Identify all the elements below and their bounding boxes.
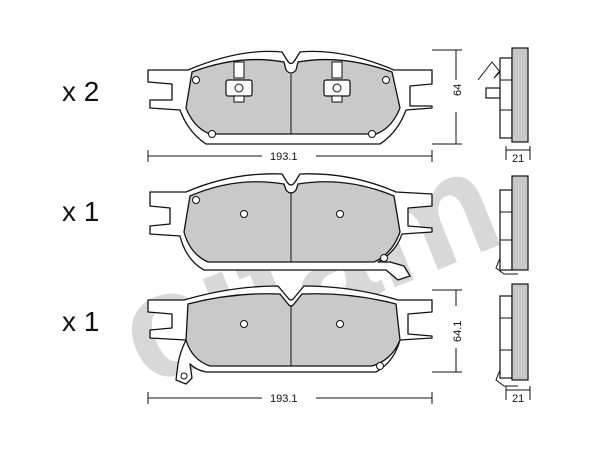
brake-pad-row3 <box>147 285 433 385</box>
thickness-value: 21 <box>512 393 524 405</box>
quantity-label-row2: x 1 <box>62 196 99 227</box>
rivet-hole <box>368 130 376 138</box>
rivet-hole <box>376 362 384 370</box>
rivet-hole <box>336 320 344 328</box>
sensor-tab <box>495 257 518 275</box>
sensor-clip-left <box>225 61 253 103</box>
sensor-clip-right <box>323 61 351 103</box>
rivet-hole <box>180 372 188 380</box>
height-value: 64.1 <box>452 321 464 342</box>
rivet-hole <box>380 254 388 262</box>
rivet-hole <box>208 130 216 138</box>
height-dimension-row1: 64 <box>432 49 464 145</box>
rivet-hole <box>240 210 248 218</box>
side-view-row2 <box>495 175 529 275</box>
friction-pad <box>185 293 401 367</box>
width-dimension-row1: 193.1 <box>147 150 433 163</box>
side-view-row1 <box>477 47 529 143</box>
rivet-hole <box>336 210 344 218</box>
rivet-hole <box>240 320 248 328</box>
mount-tab <box>495 369 518 387</box>
rivet-hole <box>192 76 200 84</box>
thickness-dimension-row1: 21 <box>505 146 531 165</box>
brake-pad-row1 <box>147 50 433 145</box>
width-value: 193.1 <box>270 151 298 163</box>
thickness-value: 21 <box>512 153 524 165</box>
thickness-dimension-row3: 21 <box>505 386 531 405</box>
rivet-hole <box>382 76 390 84</box>
height-value: 64 <box>452 84 464 96</box>
quantity-label-row1: x 2 <box>62 76 99 107</box>
quantity-label-row3: x 1 <box>62 306 99 337</box>
brake-pad-row2 <box>149 173 433 281</box>
rivet-hole <box>192 196 200 204</box>
width-dimension-row3: 193.1 <box>147 392 433 405</box>
friction-pad <box>183 181 401 263</box>
width-value: 193.1 <box>270 393 298 405</box>
height-dimension-row3: 64.1 <box>432 289 464 373</box>
side-view-row3 <box>495 283 529 387</box>
